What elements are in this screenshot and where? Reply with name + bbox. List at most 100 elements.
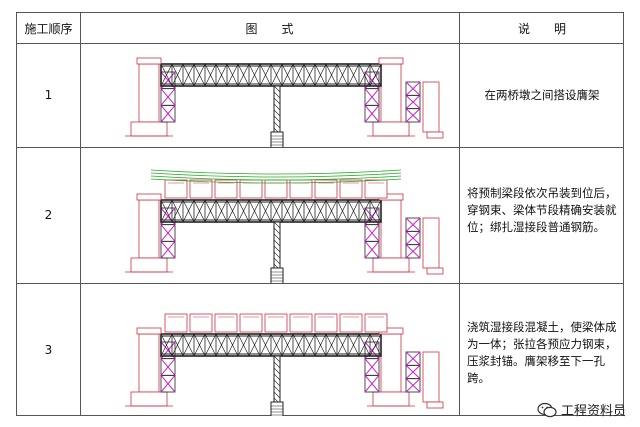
precast-segment (214, 313, 238, 333)
precast-segment (289, 313, 313, 333)
left-pier (138, 333, 160, 393)
right-pier (380, 333, 402, 393)
precast-segment (164, 179, 188, 199)
step-description-1: 在两桥墩之间搭设膺架 (484, 88, 600, 102)
prestress-tendon (150, 172, 402, 178)
tower-panel (405, 108, 421, 123)
tower-panel (364, 104, 380, 123)
tower-brace (405, 94, 421, 110)
center-post-lacing (273, 115, 281, 123)
watermark-text: 工程资料员 (560, 404, 626, 419)
step-description-2: 将预制梁段依次吊装到位后，穿钢束、梁体节段精确安装就位；绑扎湿接段普通钢筋。 (467, 186, 617, 234)
truss-diagonal (314, 333, 327, 357)
truss-diagonal (171, 63, 184, 87)
header-diagram: 图 式 (245, 21, 294, 36)
right-outer-cap (426, 401, 444, 409)
truss-diagonal (193, 63, 206, 87)
tower-brace (160, 105, 176, 123)
center-post-lacing (273, 91, 281, 99)
tower-brace (160, 224, 176, 242)
truss-diagonal (193, 333, 206, 357)
truss-diagonal (248, 333, 261, 357)
truss-diagonal (281, 199, 294, 223)
left-pier-footing (130, 257, 168, 273)
truss-diagonal (226, 63, 239, 87)
precast-segment (164, 313, 188, 333)
tower-brace (405, 230, 421, 246)
truss-diagonal (314, 199, 327, 223)
left-pier-cap (136, 193, 162, 201)
truss-diagonal (303, 63, 316, 87)
truss-diagonal (160, 333, 173, 357)
center-post-lacing (273, 245, 281, 253)
truss-diagonal (358, 333, 371, 357)
step-number-1: 1 (44, 88, 53, 102)
truss-diagonal (171, 333, 184, 357)
center-post-lacing (273, 233, 281, 241)
truss-diagonal (358, 199, 371, 223)
truss-diagonal (270, 63, 283, 87)
center-post-lacing (273, 257, 281, 265)
tower-brace (160, 375, 176, 393)
row-divider (17, 283, 623, 284)
precast-segment (189, 313, 213, 333)
truss-diagonal (226, 199, 239, 223)
tower-panel (405, 378, 421, 393)
truss-diagonal (314, 63, 327, 87)
right-outer-column (422, 351, 440, 403)
tower-panel (160, 240, 176, 259)
right-outer-column (422, 81, 440, 133)
truss-diagonal (336, 63, 349, 87)
header-step: 施工顺序 (24, 21, 73, 36)
center-post-lacing (273, 251, 281, 259)
prestress-tendon (150, 169, 402, 175)
right-pier (380, 63, 402, 123)
right-outer-tower (405, 217, 421, 259)
tower-brace (364, 224, 380, 242)
truss-diagonal (259, 199, 272, 223)
precast-segment (339, 313, 363, 333)
truss-diagonal (358, 63, 371, 87)
truss-diagonal (292, 63, 305, 87)
center-post-lacing (273, 103, 281, 111)
left-falsework-tower (160, 71, 176, 123)
precast-segment (364, 313, 388, 333)
truss-diagonal (248, 199, 261, 223)
precast-segment (314, 313, 338, 333)
precast-segment (339, 179, 363, 199)
center-column (270, 355, 284, 416)
truss-diagonal (270, 199, 283, 223)
right-pier-footing (372, 121, 410, 137)
segment-lifting-diagram-step-2 (125, 169, 444, 283)
tower-brace (405, 81, 421, 96)
center-post-lacing (273, 391, 281, 399)
step-number-2: 2 (44, 208, 53, 222)
truss-diagonal (259, 333, 272, 357)
tower-brace (364, 105, 380, 123)
center-post-lacing (273, 121, 281, 129)
center-post-lacing (273, 109, 281, 117)
falsework-truss (160, 199, 382, 223)
center-post-lacing (273, 385, 281, 393)
truss-diagonal (248, 63, 261, 87)
tower-brace (364, 88, 380, 106)
tower-brace (405, 378, 421, 393)
center-post-lacing (273, 379, 281, 387)
truss-diagonal (160, 199, 173, 223)
tower-brace (160, 358, 176, 376)
tower-brace (364, 375, 380, 393)
center-column (270, 85, 284, 147)
precast-segment (239, 313, 263, 333)
prestress-tendon (150, 178, 402, 184)
truss-diagonal (160, 63, 173, 87)
right-falsework-tower (364, 71, 380, 123)
left-pier-cap (136, 327, 162, 335)
tower-brace (405, 351, 421, 366)
truss-diagonal (204, 63, 217, 87)
center-column (270, 221, 284, 283)
left-pier (138, 199, 160, 259)
right-pier-footing (372, 257, 410, 273)
truss-diagonal (292, 199, 305, 223)
truss-diagonal (193, 199, 206, 223)
truss-diagonal (281, 333, 294, 357)
